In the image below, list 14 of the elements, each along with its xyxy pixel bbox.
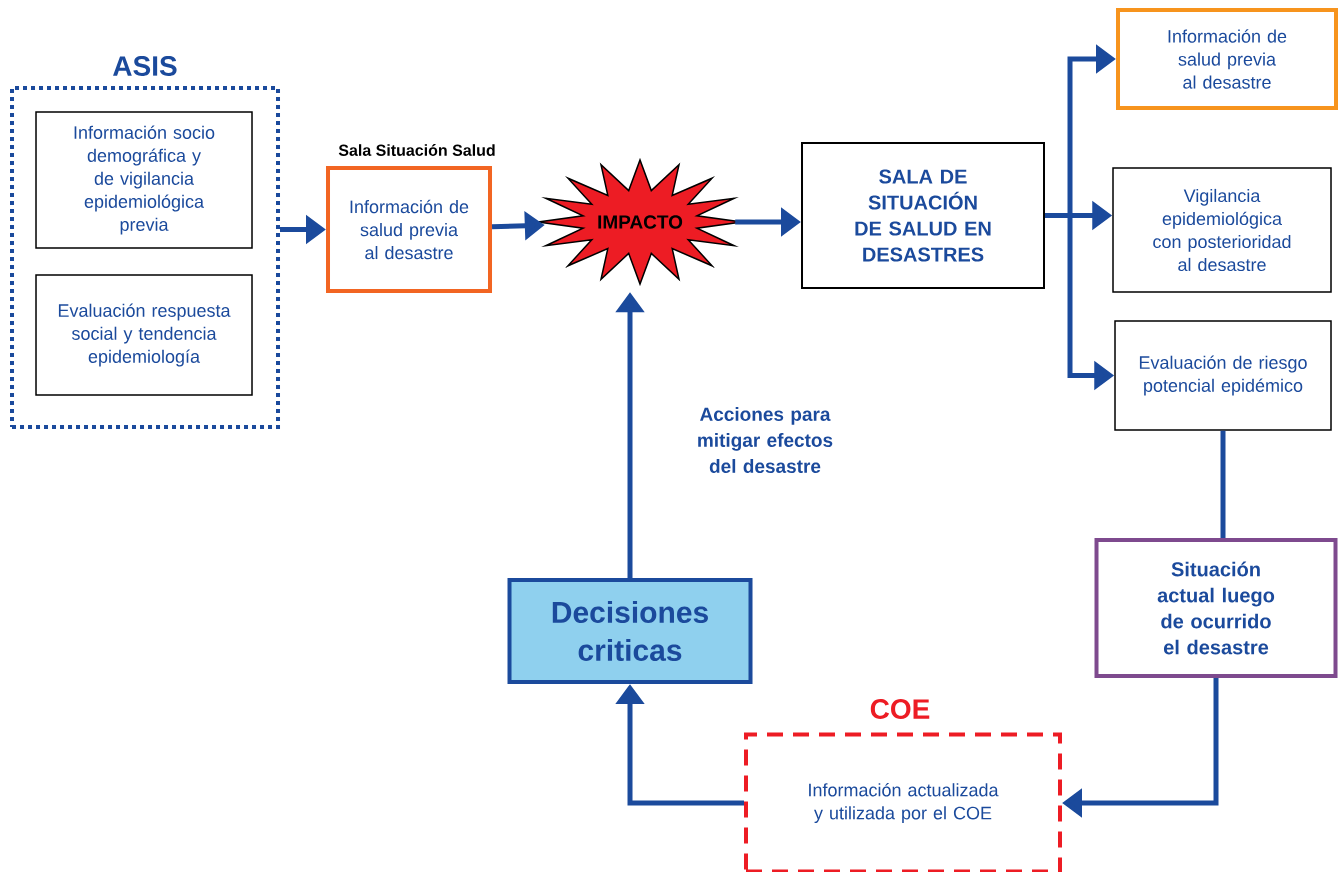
edge-label: Acciones para mitigar efectos del desastre (698, 407, 833, 473)
process-box: Información de salud previa al desastre (1116, 8, 1338, 110)
process-box: Información socio demográfica y de vigilancia epidemiológica previa (35, 111, 253, 249)
group-box: COE Información actualizada y utilizada por el COE (744, 699, 1062, 872)
process-box: Vigilancia epidemiológica con posterioridad al desastre (1112, 167, 1332, 293)
process-box: SALA DE SITUACIÓN DE SALUD EN DESASTRES (801, 142, 1045, 289)
process-box: Evaluación respuesta social y tendencia epidemiología (35, 274, 253, 396)
process-box: Evaluación de riesgo potencial epidémico (1114, 320, 1332, 431)
node-label: COE (870, 699, 930, 719)
process-box: Situación actual luego de ocurrido el desastre (1094, 538, 1338, 678)
decision-box: Decisiones criticas (507, 578, 753, 684)
node-label: ASIS (113, 56, 177, 76)
node-label: Sala Situación Salud (338, 144, 495, 156)
process-box: Sala Situación Salud Información de salud previa al desastre (326, 144, 495, 293)
